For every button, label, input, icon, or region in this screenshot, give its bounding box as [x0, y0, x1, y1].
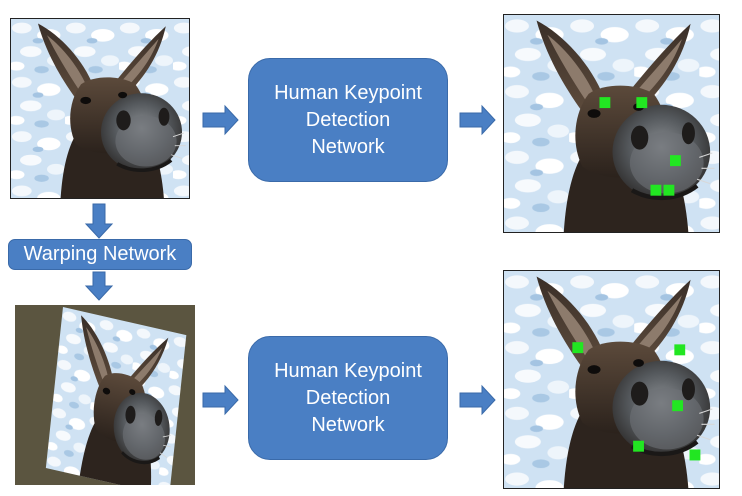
keypoint-marker [674, 344, 686, 356]
output-image-bottom [503, 270, 720, 489]
keypoint-marker [636, 97, 648, 109]
keypoint-network-top: Human Keypoint Detection Network [248, 58, 448, 182]
keypoint-network-bottom: Human Keypoint Detection Network [248, 336, 448, 460]
arrow-right-icon [459, 104, 496, 136]
arrow-down-icon [84, 203, 114, 239]
network-top-line2: Detection [305, 108, 391, 131]
keypoint-marker [672, 400, 684, 412]
arrow-down-icon [84, 271, 114, 301]
keypoint-marker [689, 449, 701, 461]
network-bottom-line1: Human Keypoint [274, 359, 422, 382]
network-top-line3: Network [311, 135, 385, 158]
input-image [10, 18, 190, 199]
warped-image [15, 305, 195, 485]
network-bottom-line3: Network [311, 413, 385, 436]
keypoint-marker [650, 184, 662, 196]
arrow-right-icon [202, 104, 239, 136]
network-bottom-line2: Detection [305, 386, 391, 409]
keypoint-marker [670, 155, 681, 167]
arrow-right-icon [202, 384, 239, 416]
arrow-right-icon [459, 384, 496, 416]
keypoint-marker [663, 184, 675, 196]
keypoint-marker [572, 342, 584, 354]
keypoint-marker [599, 97, 611, 109]
keypoint-marker [633, 440, 644, 452]
warping-network-label: Warping Network [8, 239, 192, 270]
network-top-line1: Human Keypoint [274, 81, 422, 104]
output-image-top [503, 14, 720, 233]
